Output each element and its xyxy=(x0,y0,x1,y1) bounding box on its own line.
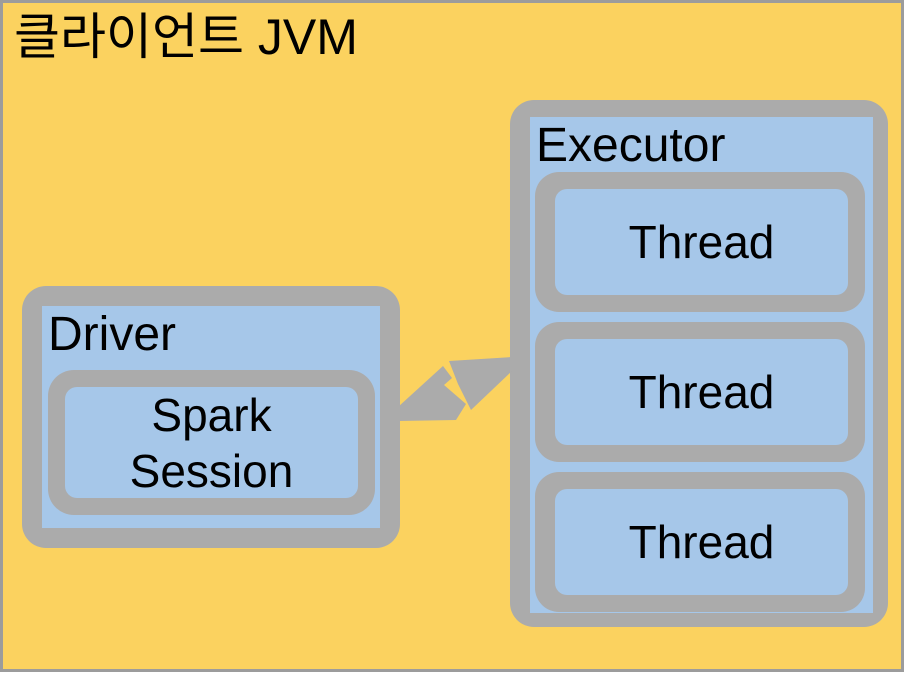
executor-box: Executor Thread Thread Thread xyxy=(510,100,888,627)
thread-box-2: Thread xyxy=(535,322,865,462)
page-title: 클라이언트 JVM xyxy=(14,9,358,65)
spark-session-label: Spark Session xyxy=(129,388,294,497)
thread-1-label: Thread xyxy=(628,216,775,268)
thread-3-label: Thread xyxy=(628,516,775,568)
spark-session-box: Spark Session xyxy=(48,370,375,515)
thread-2-label: Thread xyxy=(628,366,775,418)
spark-session-box-inner: Spark Session xyxy=(65,387,358,498)
thread-box-1: Thread xyxy=(535,172,865,312)
driver-label: Driver xyxy=(48,308,176,361)
driver-box: Driver Spark Session xyxy=(22,286,400,548)
thread-box-2-inner: Thread xyxy=(555,339,848,445)
executor-label: Executor xyxy=(536,119,726,172)
thread-box-3-inner: Thread xyxy=(555,489,848,595)
thread-box-3: Thread xyxy=(535,472,865,612)
driver-box-inner: Driver Spark Session xyxy=(42,306,380,528)
thread-box-1-inner: Thread xyxy=(555,189,848,295)
